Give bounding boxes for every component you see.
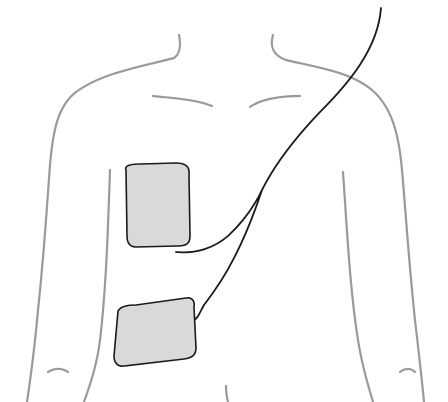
right-torso-side-line — [343, 172, 373, 402]
right-wrist-hint-line — [400, 369, 415, 372]
upper-electrode-pad — [126, 163, 190, 247]
right-clavicle-line — [250, 96, 300, 107]
neck-left-line — [174, 35, 180, 58]
left-wrist-hint-line — [48, 369, 68, 372]
neck-right-line — [272, 35, 286, 60]
torso-outline-icon — [27, 35, 424, 402]
left-torso-side-line — [84, 170, 110, 402]
right-shoulder-arm-outline — [286, 60, 424, 402]
left-clavicle-line — [153, 96, 212, 106]
lower-electrode-pad — [114, 298, 196, 366]
navel-line — [226, 386, 228, 402]
